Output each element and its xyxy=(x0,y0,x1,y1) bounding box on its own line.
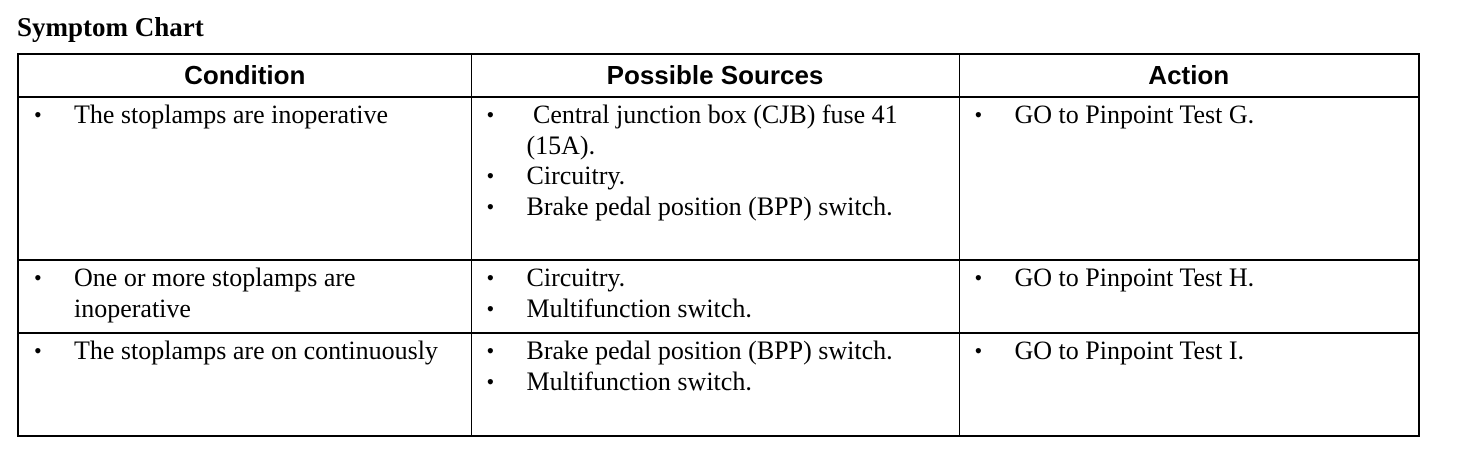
action-cell: • GO to Pinpoint Test G. xyxy=(958,96,1420,261)
action-list: • GO to Pinpoint Test I. xyxy=(960,336,1411,367)
list-item: • Central junction box (CJB) fuse 41 (15… xyxy=(472,100,951,161)
condition-text: The stoplamps are inoperative xyxy=(74,100,389,129)
bullet-icon: • xyxy=(34,338,42,363)
bullet-icon: • xyxy=(486,295,495,321)
source-text: Central junction box (CJB) fuse 41 (15A)… xyxy=(526,100,905,160)
action-cell: • GO to Pinpoint Test H. xyxy=(958,259,1420,334)
source-text: Brake pedal position (BPP) switch. xyxy=(526,336,893,365)
bullet-icon: • xyxy=(974,102,983,127)
condition-text: The stoplamps are on continuously xyxy=(74,336,438,365)
list-item: • Circuitry. xyxy=(472,161,951,192)
list-item: • Circuitry. xyxy=(472,263,951,294)
bullet-icon: • xyxy=(486,368,495,394)
condition-list: • One or more stoplamps are inoperative xyxy=(19,263,463,324)
list-item: • GO to Pinpoint Test G. xyxy=(960,100,1411,131)
bullet-icon: • xyxy=(486,193,495,219)
list-item: • Brake pedal position (BPP) switch. xyxy=(472,192,951,223)
source-text: Multifunction switch. xyxy=(526,293,752,323)
action-list: • GO to Pinpoint Test H. xyxy=(960,263,1411,294)
condition-text: One or more stoplamps are inoperative xyxy=(74,263,356,323)
list-item: • The stoplamps are inoperative xyxy=(19,100,463,131)
action-text: GO to Pinpoint Test I. xyxy=(1014,336,1245,365)
table-row: • One or more stoplamps are inoperative •… xyxy=(17,259,1420,334)
list-item: • GO to Pinpoint Test H. xyxy=(960,263,1411,294)
bullet-icon: • xyxy=(974,265,983,290)
action-text: GO to Pinpoint Test G. xyxy=(1014,100,1255,129)
list-item: • Brake pedal position (BPP) switch. xyxy=(472,336,951,367)
bullet-icon: • xyxy=(974,338,983,363)
action-text: GO to Pinpoint Test H. xyxy=(1014,263,1255,292)
condition-cell: • The stoplamps are on continuously xyxy=(17,332,472,437)
list-item: • One or more stoplamps are inoperative xyxy=(19,263,463,324)
sources-list: • Circuitry. • Multifunction switch. xyxy=(472,263,951,324)
list-item: • Multifunction switch. xyxy=(472,294,951,325)
list-item: • GO to Pinpoint Test I. xyxy=(960,336,1411,367)
condition-cell: • The stoplamps are inoperative xyxy=(17,96,472,261)
bullet-icon: • xyxy=(34,265,42,290)
bullet-icon: • xyxy=(486,338,495,363)
condition-list: • The stoplamps are on continuously xyxy=(19,336,463,367)
sources-cell: • Brake pedal position (BPP) switch. • Mul… xyxy=(470,332,960,437)
header-condition: Condition xyxy=(17,53,472,98)
list-item: • Multifunction switch. xyxy=(472,367,951,398)
action-list: • GO to Pinpoint Test G. xyxy=(960,100,1411,131)
symptom-chart-table: Condition Possible Sources Action • The s… xyxy=(17,53,1420,437)
header-action: Action xyxy=(958,53,1420,98)
sources-list: • Brake pedal position (BPP) switch. • Mul… xyxy=(472,336,951,397)
sources-list: • Central junction box (CJB) fuse 41 (15… xyxy=(472,100,951,222)
action-cell: • GO to Pinpoint Test I. xyxy=(958,332,1420,437)
page-title: Symptom Chart xyxy=(17,12,204,42)
source-text: Brake pedal position (BPP) switch. xyxy=(526,191,893,221)
source-text: Circuitry. xyxy=(526,263,626,292)
condition-cell: • One or more stoplamps are inoperative xyxy=(17,259,472,334)
header-row: Condition Possible Sources Action xyxy=(17,53,1420,98)
sources-cell: • Central junction box (CJB) fuse 41 (15… xyxy=(470,96,960,261)
list-item: • The stoplamps are on continuously xyxy=(19,336,463,367)
bullet-icon: • xyxy=(486,102,495,127)
table-row: • The stoplamps are on continuously • Brak… xyxy=(17,332,1420,437)
bullet-icon: • xyxy=(486,163,495,188)
table-row: • The stoplamps are inoperative • Central… xyxy=(17,96,1420,261)
condition-list: • The stoplamps are inoperative xyxy=(19,100,463,131)
sources-cell: • Circuitry. • Multifunction switch. xyxy=(470,259,960,334)
bullet-icon: • xyxy=(34,102,42,127)
source-text: Circuitry. xyxy=(526,161,626,190)
bullet-icon: • xyxy=(486,265,495,290)
source-text: Multifunction switch. xyxy=(526,366,752,396)
header-possible-sources: Possible Sources xyxy=(470,53,960,98)
